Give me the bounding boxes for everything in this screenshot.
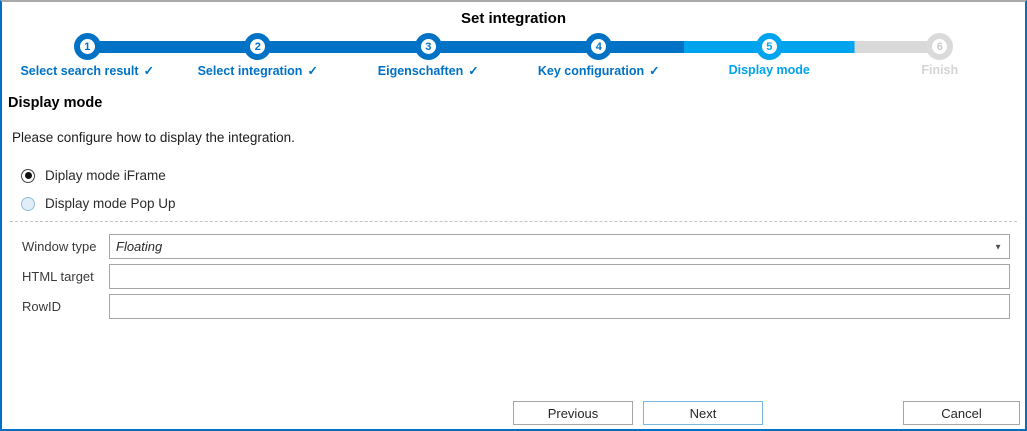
- stepper-step-select-search-result: 1 Select search result✓: [2, 29, 173, 78]
- window-type-dropdown[interactable]: Floating ▼: [109, 234, 1010, 259]
- stepper-step-eigenschaften: 3 Eigenschaften✓: [343, 29, 514, 78]
- form-row-rowid: RowID: [2, 294, 1025, 319]
- step-4-circle-icon: 4: [585, 33, 613, 60]
- radio-unselected-icon[interactable]: [21, 196, 35, 211]
- previous-button[interactable]: Previous: [513, 401, 633, 425]
- stepper-step-select-integration: 2 Select integration✓: [173, 29, 344, 78]
- step-3-label: Eigenschaften✓: [377, 64, 479, 78]
- rowid-input[interactable]: [109, 294, 1010, 319]
- step-1-circle-icon: 1: [73, 33, 101, 60]
- radio-label: Display mode Pop Up: [45, 196, 176, 211]
- check-icon: ✓: [307, 64, 318, 78]
- html-target-input[interactable]: [109, 264, 1010, 289]
- window-type-label: Window type: [22, 239, 97, 254]
- section-description: Please configure how to display the inte…: [12, 130, 295, 145]
- rowid-label: RowID: [22, 299, 62, 314]
- form-row-window-type: Window type Floating ▼: [2, 234, 1025, 259]
- chevron-down-icon[interactable]: ▼: [994, 242, 1002, 251]
- step-2-circle-icon: 2: [244, 33, 272, 60]
- form-row-html-target: HTML target: [2, 264, 1025, 289]
- check-icon: ✓: [468, 64, 479, 78]
- page-title: Set integration: [460, 10, 566, 27]
- step-5-label: Display mode: [728, 63, 810, 77]
- window-type-value: Floating: [116, 239, 163, 254]
- step-6-label: Finish: [921, 63, 959, 77]
- stepper-steps: 1 Select search result✓ 2 Select integra…: [2, 29, 1025, 78]
- step-1-label: Select search result✓: [20, 64, 155, 78]
- stepper-step-key-configuration: 4 Key configuration✓: [514, 29, 685, 78]
- radio-label: Diplay mode iFrame: [45, 168, 166, 183]
- step-6-circle-icon: 6: [926, 33, 954, 60]
- dashed-divider: [10, 221, 1017, 222]
- step-3-circle-icon: 3: [414, 33, 442, 60]
- radio-display-mode-popup[interactable]: Display mode Pop Up: [21, 196, 1025, 211]
- check-icon: ✓: [649, 64, 660, 78]
- stepper-step-finish: 6 Finish: [855, 29, 1026, 78]
- radio-selected-icon[interactable]: [21, 168, 35, 183]
- cancel-button[interactable]: Cancel: [903, 401, 1020, 425]
- step-2-label: Select integration✓: [197, 64, 318, 78]
- section-heading: Display mode: [8, 95, 103, 111]
- radio-dot: [24, 172, 32, 179]
- next-button[interactable]: Next: [643, 401, 763, 425]
- check-icon: ✓: [143, 64, 155, 78]
- display-settings-form: Window type Floating ▼ HTML target RowID: [2, 234, 1025, 319]
- step-5-circle-icon: 5: [755, 33, 783, 60]
- wizard-stepper: 1 Select search result✓ 2 Select integra…: [2, 29, 1025, 85]
- step-4-label: Key configuration✓: [537, 64, 660, 78]
- stepper-progress-bar: [87, 41, 940, 53]
- stepper-step-display-mode: 5 Display mode: [684, 29, 855, 78]
- html-target-label: HTML target: [22, 269, 94, 284]
- radio-display-mode-iframe[interactable]: Diplay mode iFrame: [21, 168, 1025, 183]
